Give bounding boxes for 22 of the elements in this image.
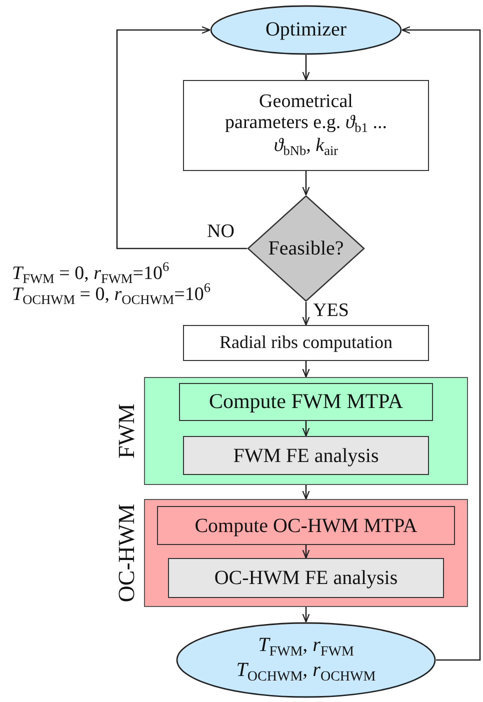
arrow xyxy=(302,302,310,326)
process-box: Compute FWM MTPA xyxy=(179,383,433,421)
arrow xyxy=(302,607,310,623)
arrow xyxy=(401,26,481,661)
process-box: FWM FE analysis xyxy=(183,436,429,475)
arrow xyxy=(302,421,310,437)
arrow xyxy=(116,26,247,250)
arrow xyxy=(302,485,310,500)
process-box: OC-HWM FE analysis xyxy=(168,558,444,598)
arrow xyxy=(302,361,310,378)
arrow xyxy=(302,171,310,196)
node-text: Optimizer xyxy=(265,20,347,40)
node-text: T$_{FWM}$, r$_{FWM}$ T$_{OCHWM}$, r$_{OCHWM}$ xyxy=(235,635,377,685)
note-text: T$_{FWM}$ = 0, r$_{FWM}$=10$^{6}$ xyxy=(12,260,170,286)
process-box: Compute OC-HWM MTPA xyxy=(157,506,455,545)
process-box: Geometrical parameters e.g. ϑ$_{b1}$ ... ϑ$_{bNb}$, k$_{air}$ xyxy=(183,80,429,171)
process-box: Radial ribs computation xyxy=(183,325,429,361)
group-heading: OC-HWM xyxy=(114,504,140,602)
arrow xyxy=(302,55,310,81)
node-text: Feasible? xyxy=(268,238,344,259)
group-heading: FWM xyxy=(114,404,140,458)
arrow xyxy=(302,545,310,559)
